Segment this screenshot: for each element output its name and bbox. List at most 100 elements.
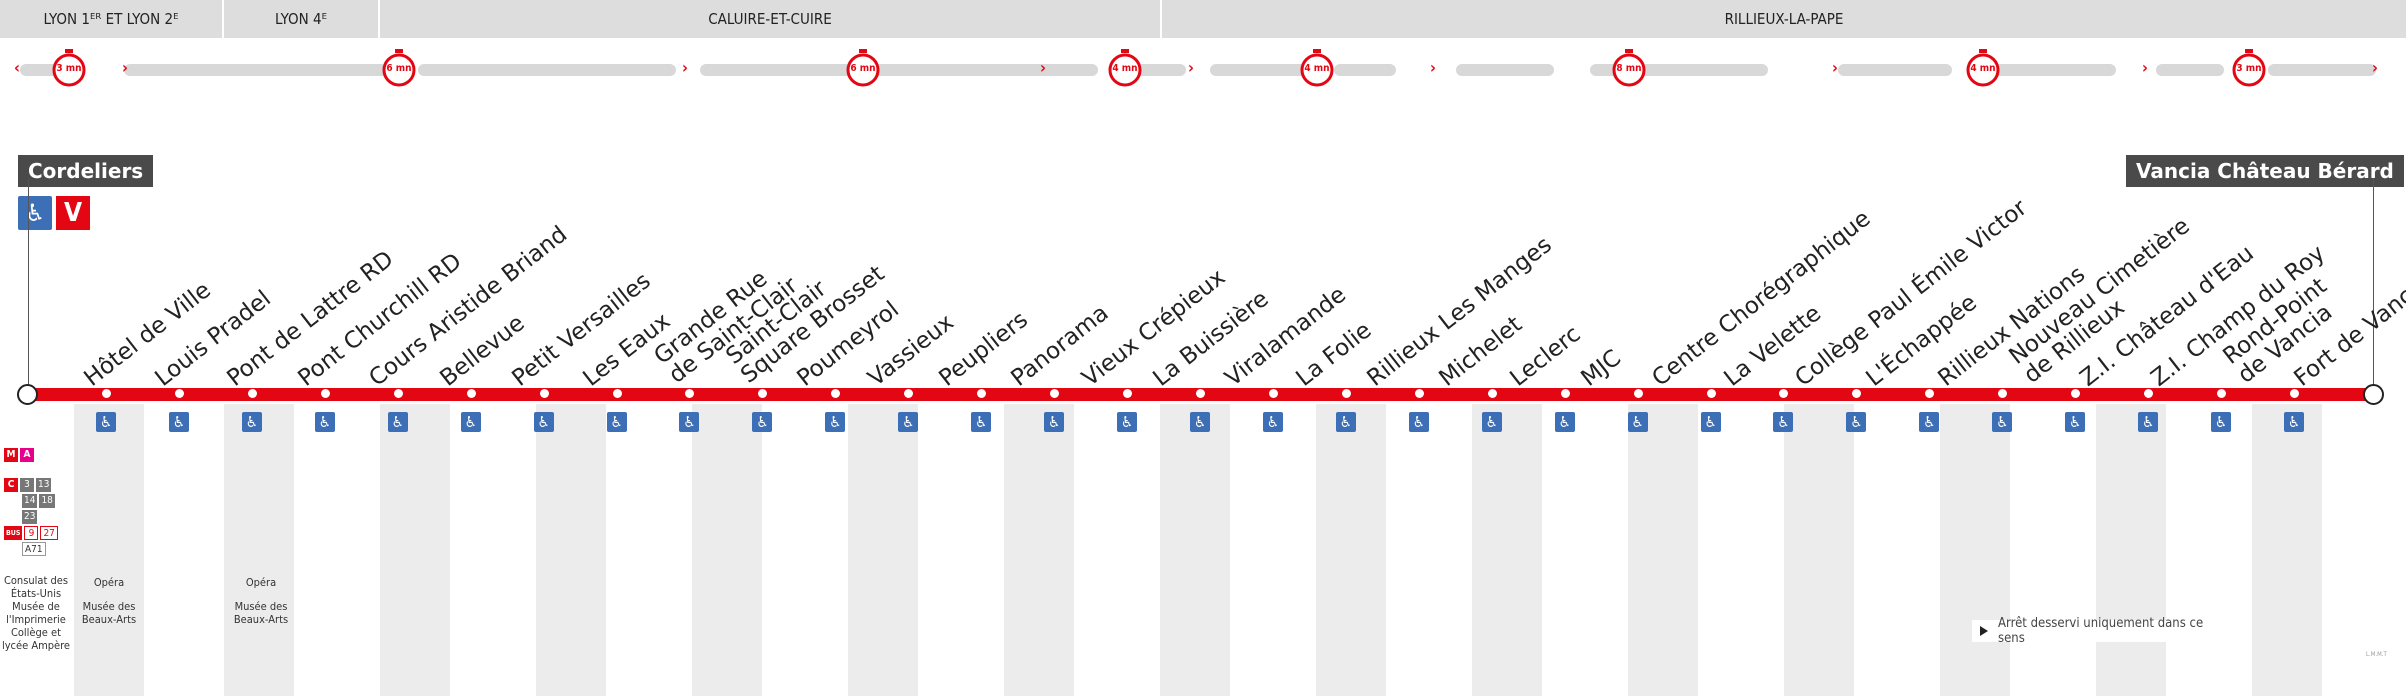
accessibility-icon: ♿ (1117, 412, 1138, 432)
stop-dot[interactable] (1487, 389, 1497, 398)
stop-dot[interactable] (1560, 389, 1570, 398)
travel-time-icon: 6 mn (846, 48, 880, 88)
cordeliers-places: Consulat des États-Unis Musée de l'Impri… (1, 574, 71, 652)
travel-time-icon: 3 mn (2232, 48, 2266, 88)
direction-chevron-icon: › (682, 58, 688, 77)
stop-dot[interactable] (1925, 389, 1935, 398)
travel-time-label: 4 mn (1112, 63, 1138, 74)
time-segment (418, 64, 676, 76)
stop-dot[interactable] (247, 389, 257, 398)
stop-column (1940, 404, 2010, 696)
stop-icons: ♿ (606, 412, 627, 432)
stop-dot[interactable] (1779, 389, 1789, 398)
stop-dot[interactable] (977, 389, 987, 398)
one-way-icon (1980, 626, 1988, 636)
line-a71: A71 (22, 542, 46, 556)
direction-chevron-icon: › (1430, 58, 1436, 77)
stop-dot[interactable] (685, 389, 695, 398)
stop-dot[interactable] (2217, 389, 2227, 398)
credit: L.M.M.T (2366, 651, 2387, 658)
stop-column (74, 404, 144, 696)
stop-column (848, 404, 918, 696)
stop-column (2096, 404, 2166, 696)
nearby-place: Musée des Beaux-Arts (81, 600, 137, 626)
stop-dot[interactable] (1196, 389, 1205, 398)
direction-chevron-icon: › (2142, 58, 2148, 77)
direction-chevron-icon: › (122, 58, 128, 77)
stop-icons: ♿ (1190, 412, 1210, 432)
stop-icons: ♿ (1700, 412, 1721, 432)
accessibility-icon: ♿ (1044, 412, 1065, 432)
terminus-end-marker (2363, 384, 2384, 405)
stop-dot[interactable] (1268, 389, 1278, 398)
accessibility-icon: ♿ (1481, 412, 1502, 432)
stop-column (224, 404, 294, 696)
stop-dot[interactable] (1414, 389, 1424, 398)
stop-dot[interactable] (1998, 389, 2008, 398)
stop-dot[interactable] (539, 389, 549, 398)
accessibility-icon: ♿ (1335, 412, 1356, 432)
stop-dot[interactable] (1706, 389, 1716, 398)
stop-dot[interactable] (1050, 389, 1060, 398)
stop-dot[interactable] (174, 389, 184, 398)
stop-dot[interactable] (1633, 389, 1643, 398)
metro-icon: M (4, 448, 18, 462)
zone-label: RILLIEUX-LA-PAPE (1724, 10, 1844, 28)
stop-dot[interactable] (831, 389, 841, 398)
accessibility-icon: ♿ (241, 412, 262, 432)
stop-icons: ♿ (1335, 412, 1356, 432)
c-icon: C (4, 478, 18, 492)
stop-column (692, 404, 762, 696)
terminus-start-marker (17, 384, 38, 405)
stop-column (1628, 404, 1698, 696)
accessibility-icon: ♿ (460, 412, 481, 432)
stop-column (380, 404, 450, 696)
accessibility-icon: ♿ (1190, 412, 1210, 432)
accessibility-icon: ♿ (533, 412, 554, 432)
direction-chevron-icon: ‹ (14, 58, 20, 77)
zone-label: LYON 4ᴱ (275, 10, 327, 28)
stop-dot[interactable] (1852, 389, 1862, 398)
zone-lyon-1-2: LYON 1ᴱᴿ ET LYON 2ᴱ (0, 0, 224, 38)
time-segment (700, 64, 1098, 76)
nearby-place: Opéra (93, 576, 125, 589)
travel-time-label: 4 mn (1970, 63, 1996, 74)
stop-dot[interactable] (1123, 389, 1133, 398)
stop-dot[interactable] (758, 389, 768, 398)
direction-chevron-icon: › (1832, 58, 1838, 77)
time-segment (1132, 64, 1186, 76)
stop-dot[interactable] (466, 389, 476, 398)
stop-name[interactable]: MJC (1576, 345, 1626, 392)
stop-dot[interactable] (904, 389, 914, 398)
stop-icons: ♿ (1262, 412, 1283, 432)
stop-dot[interactable] (612, 389, 622, 398)
stop-icons: ♿ (2138, 412, 2159, 432)
stop-icons: ♿ (1044, 412, 1065, 432)
stop-dot[interactable] (102, 389, 111, 398)
stop-icons: ♿ (752, 412, 773, 432)
stop-dot[interactable] (320, 389, 330, 398)
line-27: 27 (40, 526, 58, 540)
accessibility-icon: ♿ (1992, 412, 2013, 432)
stop-dot[interactable] (393, 389, 403, 398)
stop-dot[interactable] (1341, 389, 1351, 398)
stop-icons: ♿ (314, 412, 335, 432)
stop-column (536, 404, 606, 696)
zone-caluire: CALUIRE-ET-CUIRE (380, 0, 1162, 38)
accessibility-icon: ♿ (1262, 412, 1283, 432)
stop-dot[interactable] (2144, 389, 2154, 398)
stop-name[interactable]: Hôtel de Ville (79, 277, 215, 392)
travel-time-label: 6 mn (850, 63, 876, 74)
stop-icons: ♿ (168, 412, 189, 432)
stop-icons: ♿ (460, 412, 481, 432)
legend-text: Arrêt desservi uniquement dans ce sens (1998, 616, 2204, 646)
stop-dot[interactable] (2290, 389, 2299, 398)
stop-icons: ♿ (1919, 412, 1940, 432)
accessibility-icon: ♿ (2284, 412, 2304, 432)
stop-column (1316, 404, 1386, 696)
accessibility-icon: ♿ (96, 412, 116, 432)
stop-dot[interactable] (2071, 389, 2081, 398)
stop-icons: ♿ (825, 412, 846, 432)
stop-icons: ♿ (2211, 412, 2232, 432)
